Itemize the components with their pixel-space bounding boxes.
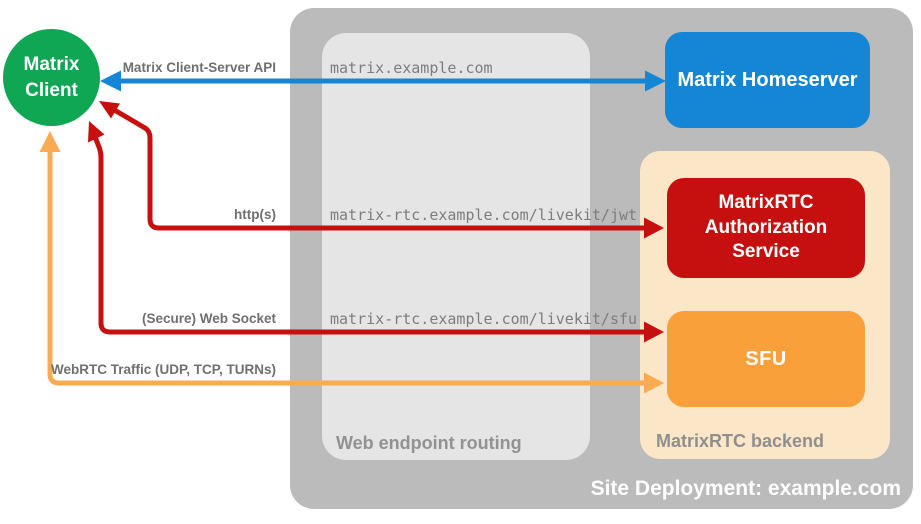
connection-label-webrtc-traffic: WebRTC Traffic (UDP, TCP, TURNs) (50, 362, 276, 377)
connection-label-client-server-api: Matrix Client-Server API (122, 60, 276, 75)
matrixrtc-authorization-service-node: MatrixRTC Authorization Service (667, 178, 865, 278)
arrowhead-to-client (99, 101, 120, 119)
connection-label-websocket: (Secure) Web Socket (141, 311, 276, 326)
endpoint-url-homeserver: matrix.example.com (330, 59, 493, 77)
endpoint-url-livekit-sfu: matrix-rtc.example.com/livekit/sfu (330, 310, 638, 328)
sfu-node: SFU (667, 311, 865, 407)
web-endpoint-routing-container: Web endpoint routing (322, 33, 590, 460)
site-deployment-label: Site Deployment: example.com (590, 477, 901, 500)
endpoint-url-livekit-jwt: matrix-rtc.example.com/livekit/jwt (330, 206, 638, 224)
arrowhead-to-client (88, 121, 105, 143)
matrixrtc-backend-label: MatrixRTC backend (656, 431, 825, 451)
connection-label-https: http(s) (234, 207, 276, 222)
matrix-client-node: Matrix Client (3, 29, 100, 126)
arrowhead-to-client (39, 131, 61, 152)
web-endpoint-routing-label: Web endpoint routing (336, 433, 522, 453)
matrix-homeserver-node: Matrix Homeserver (665, 32, 870, 128)
